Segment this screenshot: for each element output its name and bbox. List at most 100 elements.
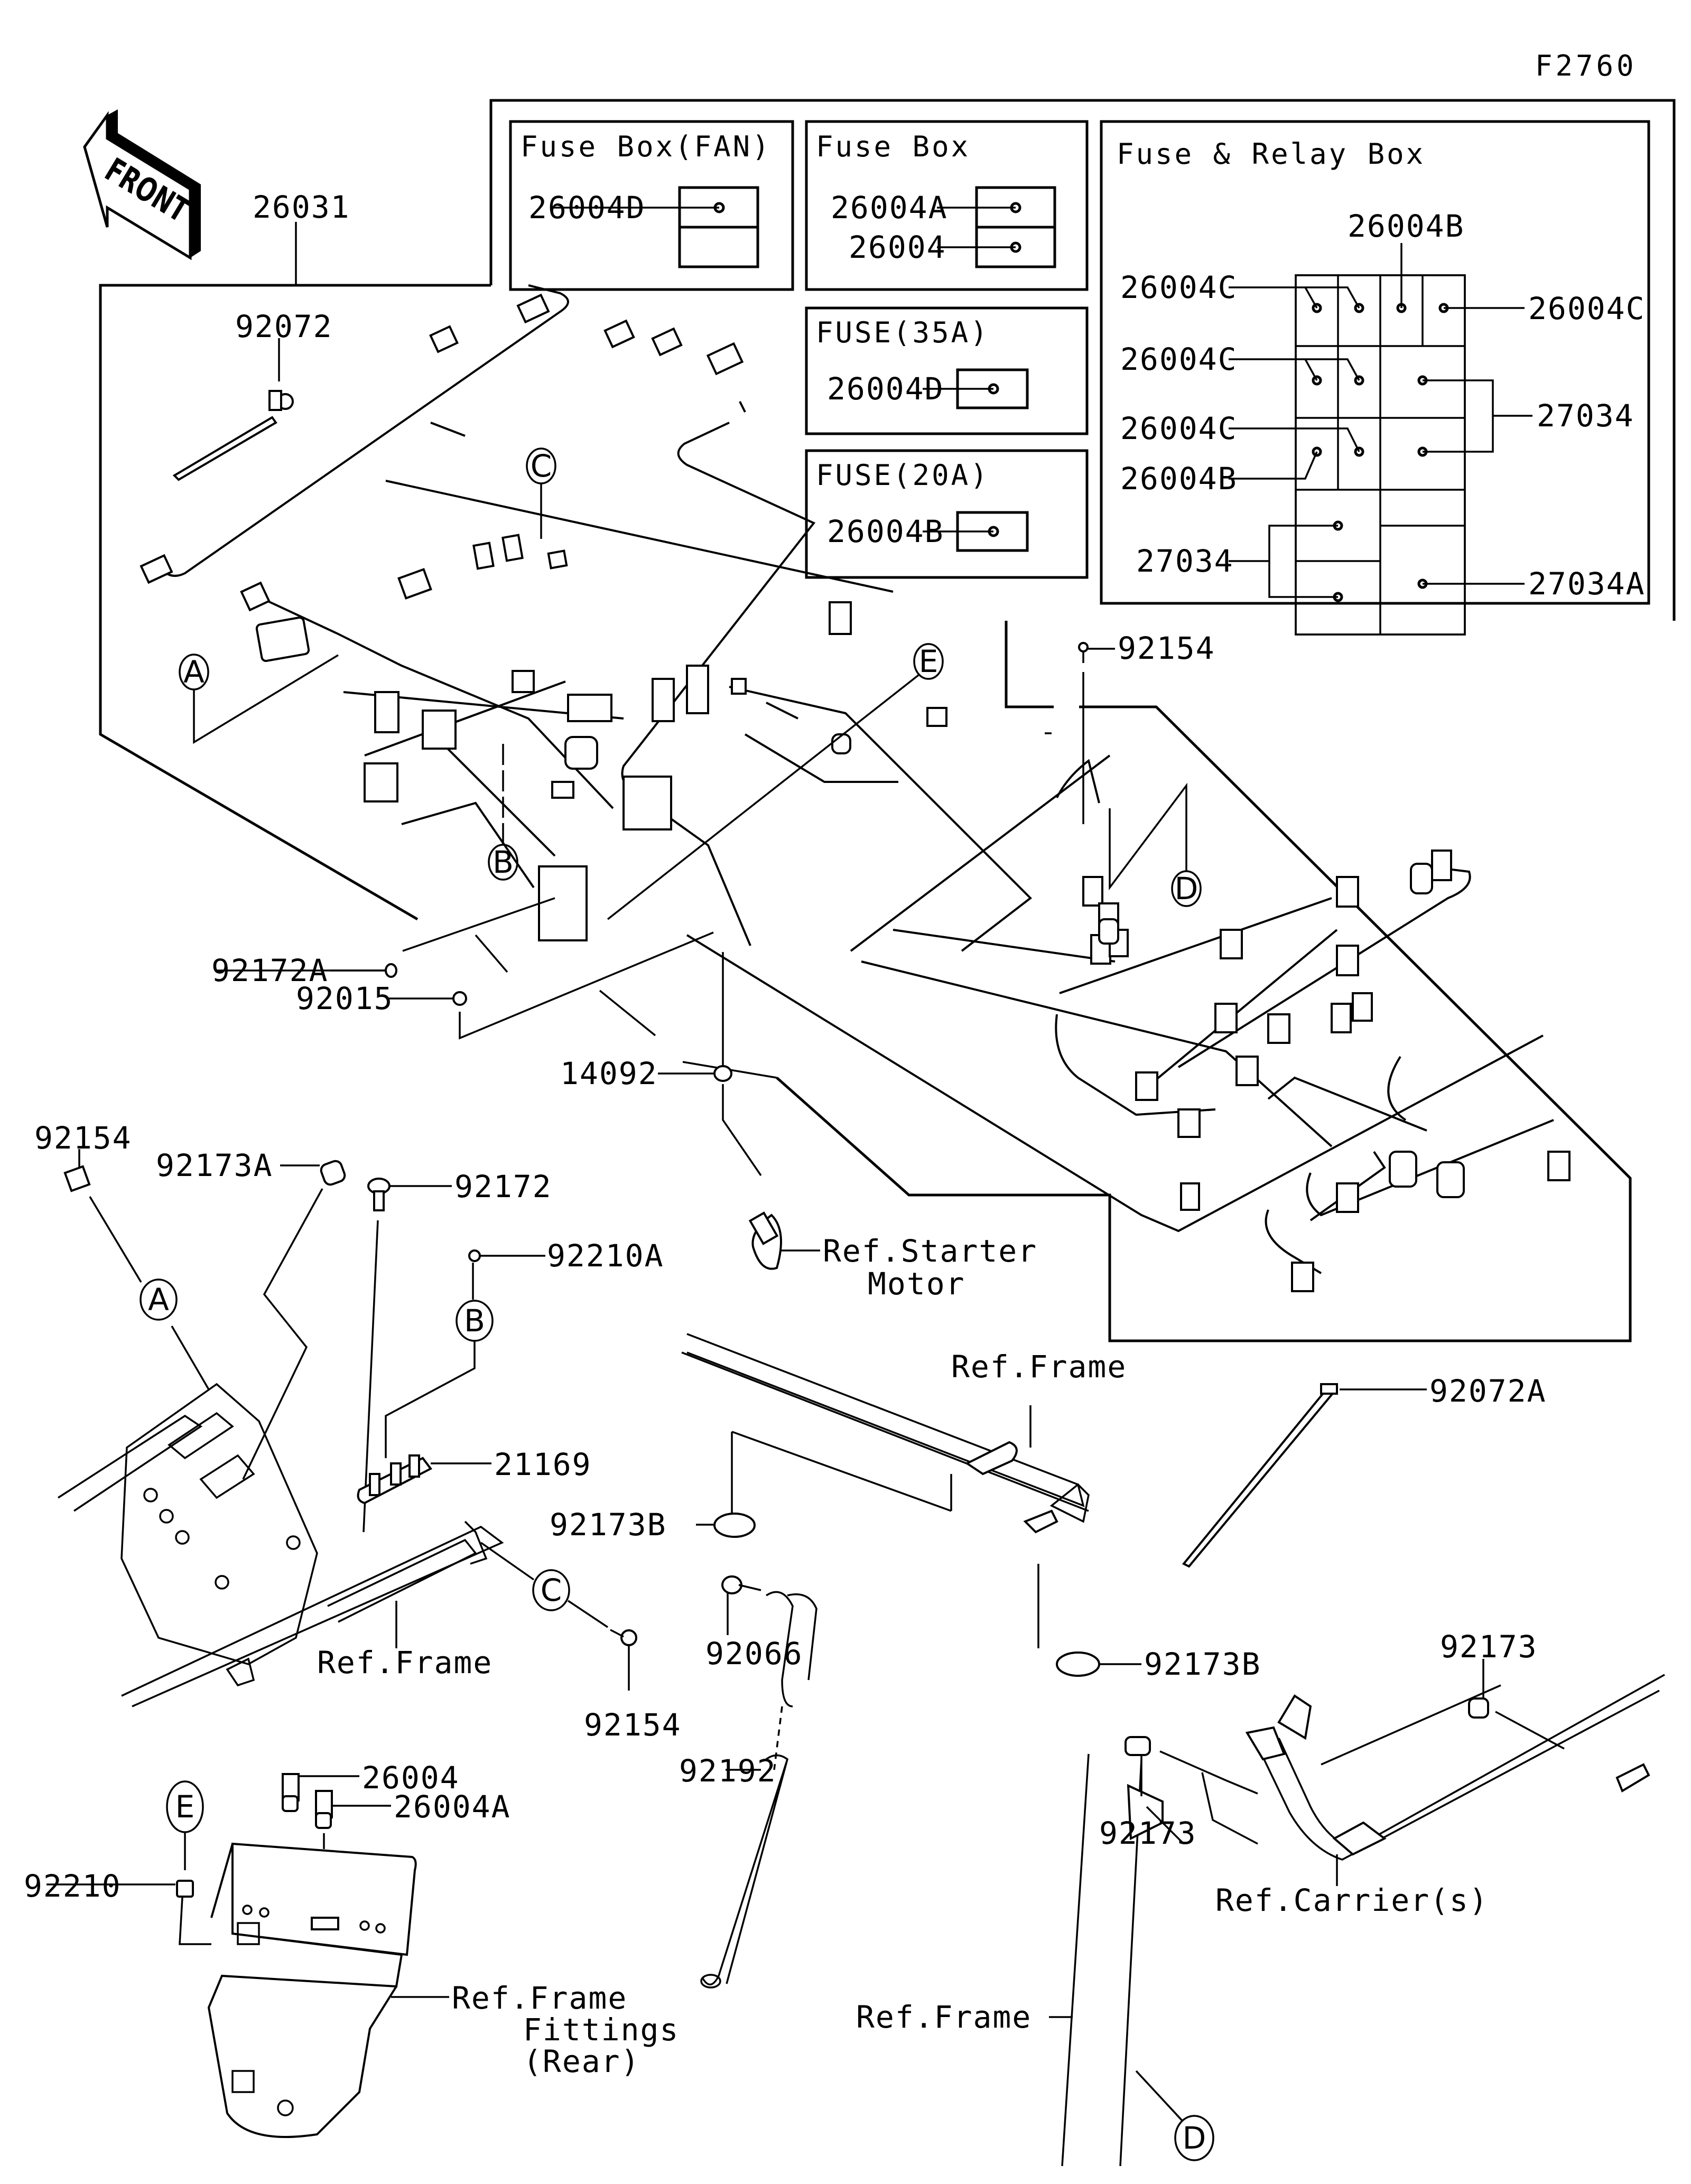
- label-fittings-ref-1: Ref.Frame: [452, 1980, 627, 2016]
- leader-line: [475, 934, 508, 973]
- label-92154-bottom: 92154: [584, 1707, 682, 1743]
- relay-label-26004B-left: 26004B: [1120, 461, 1238, 497]
- cable-tie-92072: [172, 338, 294, 481]
- starter-motor-terminal: [748, 1211, 820, 1270]
- label-26004D-fan: 26004D: [528, 190, 646, 226]
- callout-B-top: B: [488, 740, 518, 881]
- relay-label-27034A: 27034A: [1528, 566, 1646, 602]
- bolt-92154-top: [1078, 642, 1115, 824]
- screw-92172: [363, 1178, 452, 1533]
- label-92173B-left: 92173B: [550, 1507, 667, 1543]
- frame-front-left: [58, 1383, 504, 1707]
- svg-text:D: D: [1183, 2120, 1206, 2156]
- relay-label-26004C-right: 26004C: [1528, 291, 1646, 326]
- label-26031: 26031: [253, 189, 350, 225]
- label-92072: 92072: [235, 309, 333, 344]
- fuse-35a: FUSE(35A) 26004D: [805, 306, 1089, 435]
- label-frame-ref-bottom: Ref.Frame: [856, 1999, 1032, 2035]
- relay-label-26004C-3: 26004C: [1120, 410, 1238, 446]
- carrier-frame: [1245, 1674, 1665, 1886]
- fuse-relay-title: Fuse & Relay Box: [1117, 137, 1425, 171]
- frame-bottom: [1049, 1753, 1185, 2167]
- svg-text:E: E: [919, 643, 939, 679]
- clip-92173A: [242, 1160, 346, 1480]
- callout-C-top: C: [526, 447, 556, 539]
- clamp-92173-right: [1468, 1659, 1565, 1750]
- svg-text:E: E: [175, 1789, 195, 1825]
- label-frame-ref-mid: Ref.Frame: [951, 1349, 1127, 1385]
- cap-14092: [658, 952, 762, 1176]
- callout-D-top: D: [1045, 732, 1202, 907]
- label-frame-ref-left: Ref.Frame: [317, 1645, 493, 1681]
- label-92154-top: 92154: [1118, 630, 1215, 666]
- fuse-26004A: [315, 1790, 391, 1928]
- label-92154-left: 92154: [34, 1120, 132, 1156]
- hose-92192: [700, 1591, 817, 1989]
- screw-92172A: [217, 897, 555, 978]
- callout-A-top: A: [179, 654, 339, 744]
- front-arrow-icon: FRONT: [83, 109, 201, 260]
- label-starter-ref: Ref.Starter: [823, 1233, 1037, 1269]
- clamp-92173B-right: [1037, 1564, 1141, 1677]
- label-26004D-35a: 26004D: [827, 371, 944, 407]
- label-26004-box: 26004: [849, 229, 946, 265]
- callout-E-bottom: E: [166, 1780, 204, 1870]
- bolt-92154-bottom: [610, 1629, 637, 1691]
- fuse-box-main: Fuse Box 26004A 26004: [805, 120, 1089, 291]
- relay-label-27034-left: 27034: [1136, 543, 1234, 579]
- nut-92210A: [468, 1249, 545, 1300]
- label-26004B-20a: 26004B: [827, 514, 944, 549]
- battery-box: [207, 1842, 449, 2138]
- relay-label-26004B-top: 26004B: [1348, 208, 1465, 244]
- callout-C-bottom: C: [480, 1542, 608, 1628]
- relay-unit: [538, 865, 588, 941]
- callout-A-bottom: A: [140, 1278, 178, 1321]
- label-26004A-box: 26004A: [831, 190, 948, 226]
- relay-label-26004C-2: 26004C: [1120, 341, 1238, 377]
- relay-label-27034-right: 27034: [1537, 398, 1634, 434]
- clamp-92173B-left: [696, 1432, 756, 1538]
- fuse-26004: [282, 1773, 359, 1812]
- harness-outline-right2: [776, 705, 1632, 1342]
- label-92173-right: 92173: [1440, 1629, 1538, 1665]
- svg-text:B: B: [493, 844, 514, 880]
- callout-B-bottom: B: [385, 1300, 494, 1458]
- leader-line: [599, 990, 656, 1037]
- fuse-relay-box: Fuse & Relay Box: [1100, 120, 1650, 636]
- label-92072A: 92072A: [1429, 1373, 1547, 1409]
- nut-92015: [388, 931, 714, 1040]
- frame-mid: [681, 1333, 1090, 1534]
- label-92015: 92015: [296, 981, 394, 1016]
- label-92210A: 92210A: [547, 1238, 664, 1274]
- svg-text:A: A: [148, 1282, 169, 1318]
- label-14092: 14092: [560, 1056, 658, 1091]
- fuse-20a: FUSE(20A) 26004B: [805, 449, 1089, 579]
- svg-text:D: D: [1175, 871, 1198, 907]
- fuse-box-fan: Fuse Box(FAN) 26004D: [509, 120, 794, 291]
- label-92172: 92172: [454, 1169, 552, 1205]
- grommet-92066: [721, 1575, 761, 1635]
- svg-text:A: A: [183, 654, 205, 690]
- svg-text:C: C: [541, 1572, 562, 1608]
- label-92173B-right: 92173B: [1144, 1646, 1261, 1682]
- label-26004A: 26004A: [394, 1789, 511, 1825]
- figure-code: F2760: [1535, 49, 1637, 82]
- label-fittings-ref-2: Fittings: [523, 2012, 679, 2048]
- assembly-outline-left: [99, 284, 491, 921]
- label-92172A: 92172A: [211, 953, 329, 988]
- label-starter-ref-2: Motor: [868, 1266, 965, 1302]
- label-92173-left: 92173: [1099, 1815, 1197, 1851]
- bolt-92154-left: [63, 1149, 210, 1390]
- cable-tie-92072A: [1182, 1383, 1427, 1568]
- label-92192: 92192: [679, 1753, 777, 1789]
- label-92173A: 92173A: [156, 1147, 273, 1183]
- callout-D-bottom: D: [1135, 2070, 1214, 2161]
- clamp-92173-left: [1125, 1736, 1258, 1845]
- label-26004: 26004: [362, 1760, 460, 1796]
- label-92210: 92210: [24, 1868, 122, 1904]
- assembly-outline: [489, 99, 1676, 621]
- callout-E-top: E: [607, 643, 944, 920]
- harness-outline-right: [1005, 621, 1054, 708]
- label-fittings-ref-3: (Rear): [523, 2043, 640, 2079]
